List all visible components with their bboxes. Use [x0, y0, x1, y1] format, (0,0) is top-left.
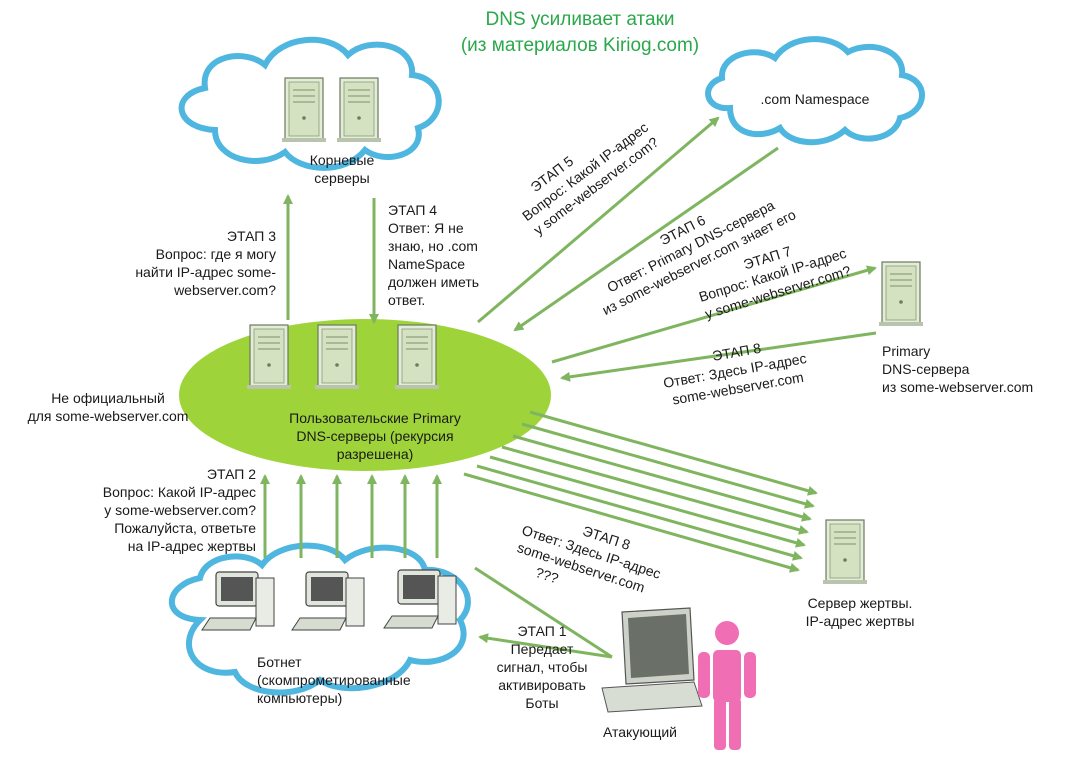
step2-text: ЭТАП 2 Вопрос: Какой IP-адрес у some-web…	[103, 466, 256, 554]
step3-line3: webserver.com?	[173, 282, 276, 298]
arrow-flood-4	[501, 445, 809, 535]
step4-line2: знаю, но .com	[388, 238, 478, 254]
step1-line2: сигнал, чтобы	[497, 659, 588, 675]
step2-line1: Вопрос: Какой IP-адрес	[103, 484, 256, 500]
resolver-dns-servers: Пользовательские Primary DNS-серверы (ре…	[179, 319, 551, 471]
unofficial-label-2: для some-webserver.com	[28, 408, 189, 424]
step5-text: ЭТАП 5 Вопрос: Какой IP-адрес у some-web…	[519, 119, 661, 238]
step1-text: ЭТАП 1 Передает сигнал, чтобы активирова…	[497, 623, 588, 711]
arrow-step1-head	[478, 633, 613, 659]
step1-title: ЭТАП 1	[517, 623, 566, 639]
botnet-label-3: компьютеры)	[257, 690, 342, 706]
arrow-flood-5	[489, 455, 806, 548]
step4-line1: Ответ: Я не	[388, 220, 464, 236]
arrows	[260, 116, 877, 659]
step1-line4: Боты	[525, 695, 558, 711]
botnet-label-1: Ботнет	[257, 654, 302, 670]
attacker-laptop	[601, 607, 703, 713]
resolver-label-1: Пользовательские Primary	[289, 410, 461, 426]
step1-line1: Передает	[511, 641, 574, 657]
resolver-label-3: разрешена)	[337, 446, 414, 462]
step4-line5: ответ.	[388, 292, 425, 308]
root-servers-label: Корневые	[310, 152, 375, 168]
arrow-step5	[477, 116, 720, 324]
com-namespace-cloud: .com Namespace	[705, 36, 925, 146]
step8a-text: ЭТАП 8 Ответ: Здесь IP-адрес some-webser…	[662, 340, 808, 408]
victim-server: Сервер жертвы. IP-адрес жертвы	[806, 519, 915, 629]
botnet-cloud: Ботнет (скомпрометированные компьютеры)	[168, 542, 471, 706]
arrow-flood-6	[476, 464, 803, 561]
resolver-label-2: DNS-серверы (рекурсия	[296, 428, 453, 444]
primary-label-1: Primary	[882, 343, 930, 359]
step8b-line3: ???	[533, 564, 560, 587]
botnet-label-2: (скомпрометированные	[257, 672, 411, 688]
primary-label-2: DNS-сервера	[882, 361, 970, 377]
step4-line4: должен иметь	[388, 274, 479, 290]
unofficial-label-1: Не официальный	[51, 390, 165, 406]
primary-label-3: из some-webserver.com	[882, 379, 1033, 395]
step2-line3: Пожалуйста, ответьте	[114, 520, 256, 536]
step4-text: ЭТАП 4 Ответ: Я не знаю, но .com NameSpa…	[388, 202, 479, 308]
step3-line1: Вопрос: где я могу	[156, 246, 276, 262]
arrow-flood-7	[463, 472, 800, 573]
arrow-step1	[474, 566, 613, 659]
attacker-icon	[698, 621, 756, 750]
step5-line1: Вопрос: Какой IP-адрес	[519, 119, 651, 224]
step2-line2: у some-webserver.com?	[104, 502, 256, 518]
step3-text: ЭТАП 3 Вопрос: где я могу найти IP-адрес…	[135, 228, 276, 298]
diagram-title: DNS усиливает атаки	[486, 9, 675, 30]
step2-title: ЭТАП 2	[207, 466, 256, 482]
root-servers-label-2: серверы	[314, 170, 370, 186]
arrow-flood-1	[529, 410, 818, 496]
com-namespace-label: .com Namespace	[761, 91, 870, 107]
step8b-text: ЭТАП 8 Ответ: Здесь IP-адрес some-webser…	[515, 522, 663, 596]
arrow-step7	[551, 265, 877, 364]
primary-dns-server: Primary DNS-сервера из some-webserver.co…	[878, 261, 1033, 395]
arrow-step6	[513, 146, 779, 332]
step4-line3: NameSpace	[388, 256, 465, 272]
step2-line4: на IP-адрес жертвы	[128, 538, 256, 554]
attacker-label: Атакующий	[603, 724, 677, 740]
arrow-flood-3	[512, 434, 812, 522]
step3-title: ЭТАП 3	[227, 228, 276, 244]
arrow-step8	[560, 331, 877, 382]
victim-label-1: Сервер жертвы.	[808, 595, 913, 611]
step4-title: ЭТАП 4	[388, 202, 437, 218]
root-servers-cloud: Корневые серверы	[178, 36, 442, 186]
step1-line3: активировать	[498, 677, 586, 693]
arrow-flood-2	[521, 422, 815, 509]
diagram-subtitle: (из материалов Kiriog.com)	[461, 35, 699, 56]
victim-label-2: IP-адрес жертвы	[806, 613, 915, 629]
step3-line2: найти IP-адрес some-	[135, 264, 276, 280]
